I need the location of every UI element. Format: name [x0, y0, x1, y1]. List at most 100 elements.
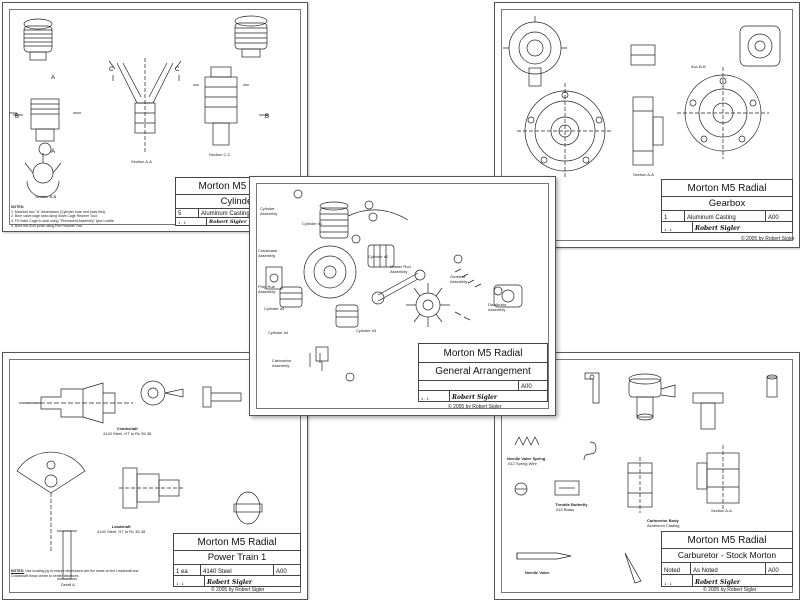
note-3: 3. Fit Valve Cage to seat using "Permane…: [11, 219, 115, 224]
drawn-by-cell: Robert Sigler: [450, 390, 547, 401]
leadshaft-name: Leadshaft: [111, 524, 131, 529]
drawing-title: Carburetor - Stock Morton: [662, 548, 792, 563]
drawing-title: Cylinder: [176, 194, 300, 209]
title-block: Morton M5 Radial Carburetor - Stock Mort…: [661, 531, 793, 587]
qty-cell: 5: [176, 208, 199, 217]
signature-row: 1 : 1 Robert Sigler: [662, 574, 792, 586]
drawing-title: Power Train 1: [174, 550, 300, 565]
section-bb-label: Section B-B: [35, 194, 57, 199]
material-value: Aluminum Casting: [687, 215, 736, 221]
section-aa-label: Section A-A: [131, 159, 152, 164]
sheet-cylinder[interactable]: B B C C A A Section A-A Section C-C Sect…: [2, 2, 308, 232]
drawing-border: [9, 359, 301, 593]
leadshaft-label: Leadshaft 4140 Steel, HT to Rc 35-38: [97, 524, 145, 535]
carb-body-label: Carburetor Body Aluminum Casting: [647, 518, 680, 529]
label-cylinder-1: Cylinder #1: [302, 221, 323, 226]
material-value: Aluminum Casting: [201, 211, 250, 217]
general-arrangement-drawing: [265, 189, 523, 382]
title-block: Morton M5 Radial General Arrangement A00…: [418, 343, 548, 402]
scale-cell: 1 : 1: [662, 221, 693, 232]
cylinder-drawing: B B C C A A: [9, 15, 269, 198]
project-name: Morton M5 Radial: [176, 178, 300, 195]
part-no-value: A00: [768, 215, 779, 221]
blank-cell: [419, 380, 519, 390]
note-4: 4. Bore intr./Exh ports using Port Reame…: [11, 223, 84, 228]
part-no-cell: A00: [766, 562, 792, 574]
carb-body-spec: Aluminum Casting: [647, 522, 680, 528]
signature-row: 1 : 1 Robert Sigler: [174, 575, 300, 586]
signature-row: 1 : 1 Robert Sigler: [176, 217, 300, 225]
butterfly-spec: .015 Brass: [555, 506, 575, 512]
section-aa-label: Section A-A: [711, 508, 732, 513]
crankshaft-spec: 4140 Steel, HT to Rc 35-38: [103, 430, 152, 436]
scale-value: 1 : 1: [421, 396, 429, 401]
project-name: Morton M5 Radial: [662, 180, 792, 197]
svg-text:B: B: [15, 114, 19, 120]
qty-value: Noted: [664, 568, 681, 574]
notes-text: Use locating jig to ensure dimensions ar…: [11, 569, 139, 578]
title-block: Morton M5 Radial Gearbox 1 Aluminum Cast…: [661, 179, 793, 233]
label-cylinder-assembly: Cylinder Assembly: [260, 206, 278, 216]
label-cylinder-4: Cylinder #4: [268, 330, 289, 335]
qty-cell: 1: [662, 210, 685, 221]
drawing-border: [501, 9, 793, 241]
part-row: A00: [419, 380, 547, 391]
part-no-cell: A00: [519, 380, 547, 390]
scale-cell: 1 : 1: [419, 390, 450, 401]
section-cc-label: Section C-C: [209, 152, 231, 157]
spring-name: Needle Valve Spring: [507, 456, 546, 461]
scale-cell: 1 : 1: [662, 574, 693, 586]
butterfly-name: Throttle Butterfly: [555, 502, 588, 507]
crankshaft-label: Crankshaft 4140 Steel, HT to Rc 35-38: [103, 426, 152, 437]
project-name: Morton M5 Radial: [662, 532, 792, 549]
part-no-cell: A00: [274, 564, 300, 575]
title-block: Morton M5 Radial Power Train 1 1 ea 4140…: [173, 533, 301, 587]
drawn-by: Robert Sigler: [207, 579, 253, 586]
copyright: © 2005 by Robert Sigler: [211, 587, 265, 593]
material-row: Noted As Noted A00: [662, 562, 792, 575]
label-prop-hub: Prop Hub Assembly: [258, 284, 276, 294]
scale-cell: 1 : 1: [174, 575, 205, 586]
label-carburetor: Carburetor Assembly: [272, 358, 292, 368]
drawn-by-cell: Robert Sigler: [693, 221, 792, 232]
scale-value: 1 : 1: [664, 581, 672, 586]
material-cell: Aluminum Casting: [685, 210, 766, 221]
drawn-by-cell: Robert Sigler: [205, 575, 300, 586]
drawing-border: [9, 9, 301, 225]
notes-block: NOTES: 1. Machine two "A" dimensions (Cy…: [11, 205, 171, 229]
note-1: 1. Machine two "A" dimensions (Cylinder …: [11, 209, 106, 214]
svg-text:B: B: [265, 114, 269, 120]
svg-text:A: A: [51, 149, 55, 155]
label-cylinder-2: Cylinder #2: [368, 254, 389, 259]
signature-row: 1 : 1 Robert Sigler: [662, 221, 792, 232]
section-aa-label: Section A-A: [633, 172, 654, 177]
qty-cell: Noted: [662, 562, 691, 574]
sheet-general-arrangement[interactable]: Cylinder Assembly Cylinder #1 Crankcase …: [249, 176, 556, 416]
scale-value: 1 : 1: [664, 227, 672, 232]
qty-value: 1: [664, 215, 668, 221]
label-cylinder-3: Cylinder #3: [356, 328, 377, 333]
label-cylinder-5: Cylinder #5: [264, 306, 285, 311]
project-name: Morton M5 Radial: [174, 534, 300, 551]
qty-value: 1 ea: [176, 569, 188, 575]
drawing-title: Gearbox: [662, 196, 792, 211]
label-gearbox: Gearbox Assembly: [450, 274, 468, 284]
copyright: © 2005 by Robert Sigler: [741, 236, 795, 242]
butterfly-label: Throttle Butterfly .015 Brass: [555, 502, 588, 513]
notes-block: NOTES: Use locating jig to ensure dimens…: [11, 569, 151, 578]
label-crankcase: Crankcase Assembly: [258, 248, 278, 258]
spring-spec: .012 Spring Wire: [507, 460, 537, 466]
drawn-by: Robert Sigler: [209, 219, 247, 225]
drawing-border: [256, 183, 549, 409]
drawing-border: [501, 359, 793, 593]
label-master-rod: Master Rod Assembly: [390, 264, 411, 274]
svg-text:A: A: [51, 75, 55, 81]
copyright: © 2005 by Robert Sigler: [448, 404, 502, 410]
needle-valve-label: Needle Valve: [525, 570, 550, 575]
part-no-cell: A00: [766, 210, 792, 221]
material-cell: As Noted: [691, 562, 766, 574]
drawn-by-cell: Robert Sigler: [207, 217, 300, 225]
material-cell: Aluminum Casting: [199, 208, 300, 217]
qty-cell: 1 ea: [174, 564, 201, 575]
material-cell: 4140 Steel: [201, 564, 274, 575]
